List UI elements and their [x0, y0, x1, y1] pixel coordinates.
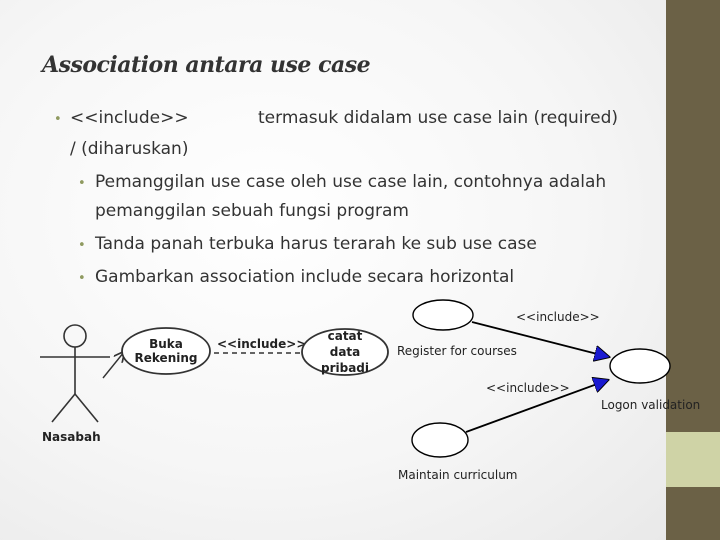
bullet-dot: •	[78, 271, 86, 286]
logon-label: Logon validation	[601, 398, 700, 412]
association-arrow	[102, 352, 124, 379]
bullet-main-continuation: / (diharuskan)	[70, 139, 189, 159]
register-label: Register for courses	[397, 344, 517, 358]
include-label: <<include>>	[217, 337, 306, 351]
slide-background	[0, 0, 666, 540]
bullet-main-tag: <<include>>	[70, 108, 189, 128]
bullet-sub-2: Tanda panah terbuka harus terarah ke sub…	[95, 234, 537, 254]
bullet-sub-1a: Pemanggilan use case oleh use case lain,…	[95, 172, 607, 192]
side-band-accent	[666, 432, 720, 487]
bullet-dot: •	[78, 238, 86, 253]
usecase-buka-rekening-line2: Rekening	[135, 351, 198, 365]
side-band-top	[666, 0, 720, 432]
bullet-dot: •	[54, 112, 62, 127]
actor-nasabah	[40, 324, 110, 423]
slide-title: Association antara use case	[42, 52, 371, 78]
include-top-label: <<include>>	[516, 310, 600, 324]
actor-leg-right	[74, 393, 99, 423]
include-arrow-bottom	[465, 380, 608, 433]
bullet-main-text: termasuk didalam use case lain (required…	[258, 108, 619, 128]
actor-head	[63, 324, 87, 348]
usecase-catat-line2: data	[330, 345, 361, 359]
usecase-buka-rekening	[121, 327, 211, 375]
bullet-sub-1b: pemanggilan sebuah fungsi program	[95, 201, 409, 221]
usecase-logon-validation	[609, 348, 671, 384]
usecase-buka-rekening-line1: Buka	[149, 337, 183, 351]
usecase-catat-line1: catat	[328, 329, 363, 343]
bullet-sub-3: Gambarkan association include secara hor…	[95, 267, 515, 287]
usecase-catat-data-pribadi	[301, 328, 389, 376]
usecase-maintain-curriculum	[411, 422, 469, 458]
bullet-dot: •	[78, 176, 86, 191]
include-bottom-label: <<include>>	[486, 381, 570, 395]
usecase-catat-line3: pribadi	[321, 361, 369, 375]
side-band-bottom	[666, 487, 720, 540]
actor-leg-left	[51, 393, 76, 423]
maintain-label: Maintain curriculum	[398, 468, 517, 482]
include-arrow-top	[471, 321, 609, 357]
usecase-register-for-courses	[412, 299, 474, 331]
actor-label: Nasabah	[42, 430, 101, 444]
